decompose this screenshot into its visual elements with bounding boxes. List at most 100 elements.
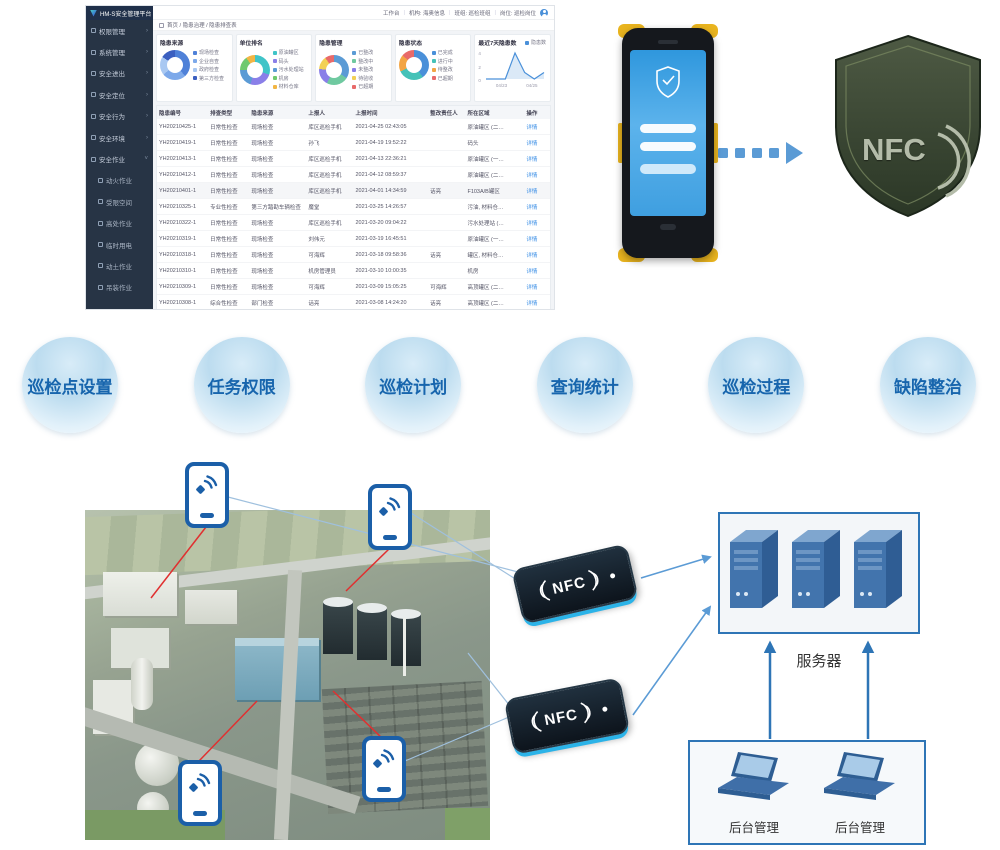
table-header: 隐患编号排查类型 隐患来源上报人 上报时间整改责任人 所在区域操作 xyxy=(157,106,550,119)
post-label[interactable]: 岗位: 巡检岗位 xyxy=(499,10,536,17)
detail-link[interactable]: 详情 xyxy=(526,220,538,227)
username-field[interactable] xyxy=(640,124,696,133)
detail-link[interactable]: 详情 xyxy=(526,236,538,243)
workbench-link[interactable]: 工作台 xyxy=(382,10,400,17)
detail-link[interactable]: 详情 xyxy=(526,284,538,291)
table-body: YH20210425-1 日常性检查 现场检查 库区巡检手机 2021-04-2… xyxy=(157,119,550,309)
chart-title: 隐患状态 xyxy=(398,41,422,47)
legend-dot-icon xyxy=(272,76,277,80)
sidebar-item[interactable]: 受限空间 xyxy=(86,191,153,212)
menu-icon xyxy=(98,284,103,290)
menu-icon xyxy=(91,92,96,98)
sidebar-item[interactable]: 动土作业 xyxy=(86,255,153,276)
legend-dot-icon xyxy=(352,50,357,55)
sidebar-item[interactable]: 安全定位 › xyxy=(86,84,153,105)
phone-button xyxy=(200,513,214,518)
arrow-head-icon xyxy=(786,142,803,164)
legend-dot-icon xyxy=(272,84,277,89)
nfc-wave-icon xyxy=(196,475,218,494)
feature-circle: 巡检点设置 xyxy=(22,337,118,433)
dotted-arrow xyxy=(718,142,803,164)
menu-icon xyxy=(91,135,96,141)
user-avatar[interactable] xyxy=(540,8,548,17)
chart-title: 单位排名 xyxy=(239,41,263,47)
nfc-reader-device: NFC xyxy=(503,677,631,755)
inspection-phone-icon xyxy=(178,760,222,826)
team-label[interactable]: 班组: 巡检班组 xyxy=(454,10,491,17)
donut-chart xyxy=(319,54,350,85)
detail-link[interactable]: 详情 xyxy=(526,140,538,147)
menu-icon xyxy=(98,263,103,269)
nfc-wave-icon xyxy=(373,749,395,768)
detail-link[interactable]: 详情 xyxy=(526,156,538,163)
hazard-table: 隐患编号排查类型 隐患来源上报人 上报时间整改责任人 所在区域操作 YH2021… xyxy=(156,105,551,309)
sidebar-item[interactable]: 临时用电 xyxy=(86,234,153,255)
sidebar-item[interactable]: 权限管理 › xyxy=(86,20,153,41)
legend-item: 已超期 xyxy=(431,75,453,82)
feature-circle: 巡检过程 xyxy=(708,337,805,433)
legend-item: 待整改 xyxy=(431,66,453,73)
sidebar-item[interactable]: 安全作业 ˅ xyxy=(86,148,153,169)
menu-icon xyxy=(91,70,96,76)
device-home-dot xyxy=(609,572,616,579)
password-field[interactable] xyxy=(640,142,696,151)
chevron-icon: ˅ xyxy=(144,156,148,163)
table-row: YH20210425-1 日常性检查 现场检查 库区巡检手机 2021-04-2… xyxy=(157,119,550,135)
table-row: YH20210412-1 日常性检查 现场检查 库区巡检手机 2021-04-1… xyxy=(157,167,550,183)
sidebar-item[interactable]: 高处作业 xyxy=(86,213,153,234)
admin-label: 后台管理 xyxy=(728,821,779,835)
legend-dot-icon xyxy=(352,59,357,63)
chevron-icon: › xyxy=(146,49,148,56)
sidebar-item-label: 安全环境 xyxy=(99,135,125,143)
admin-box: 后台管理 后台管理 xyxy=(688,740,926,845)
table-row: YH20210310-1 日常性检查 现场检查 机房管理员 2021-03-10… xyxy=(157,263,550,279)
table-row: YH20210413-1 日常性检查 现场检查 库区巡检手机 2021-04-1… xyxy=(157,151,550,167)
legend-item: 原油罐区 xyxy=(272,49,304,56)
badge-nfc-text: NFC xyxy=(862,132,926,167)
badge-title: 智能巡检点 xyxy=(990,70,1000,96)
menu-icon xyxy=(91,113,96,119)
sidebar-item[interactable]: 安全行为 › xyxy=(86,106,153,127)
flare-stack xyxy=(403,618,406,676)
menu-icon xyxy=(91,156,96,162)
sidebar-item[interactable]: 安全环境 › xyxy=(86,127,153,148)
table-row: YH20210309-1 日常性检查 现场检查 可海辉 2021-03-09 1… xyxy=(157,279,550,295)
sidebar-item[interactable]: 系统管理 › xyxy=(86,41,153,62)
detail-link[interactable]: 详情 xyxy=(526,300,538,307)
detail-link[interactable]: 详情 xyxy=(526,252,538,259)
phone-button xyxy=(377,787,391,792)
breadcrumb[interactable]: 首页 / 隐患治理 / 隐患排查表 xyxy=(153,20,554,31)
detail-link[interactable]: 详情 xyxy=(526,268,538,275)
chart-panel-status: 隐患状态 已完成进行中待整改已超期 xyxy=(394,34,472,102)
phone-button xyxy=(193,811,207,816)
legend-dot-icon xyxy=(193,67,197,72)
org-label[interactable]: 机构: 海奥信息 xyxy=(408,10,445,17)
phone-rail xyxy=(713,123,718,163)
detail-link[interactable]: 详情 xyxy=(526,172,538,179)
login-button[interactable] xyxy=(640,164,696,174)
dashboard-main: 首页 / 隐患治理 / 隐患排查表 隐患来源 现场检查企业自查政府检查第三方检查… xyxy=(153,20,554,309)
detail-link[interactable]: 详情 xyxy=(526,124,538,131)
sidebar-item[interactable]: 动火作业 xyxy=(86,170,153,191)
detail-link[interactable]: 详情 xyxy=(526,204,538,211)
plant-building xyxy=(103,572,177,616)
inspection-phone-icon xyxy=(368,484,412,550)
sidebar-item[interactable]: 吊装作业 xyxy=(86,277,153,298)
legend-dot-icon xyxy=(272,50,277,55)
legend-dot-icon xyxy=(352,76,357,80)
server-box xyxy=(718,512,920,634)
menu-icon xyxy=(98,199,103,205)
login-screen xyxy=(630,50,706,216)
plant-building xyxy=(235,638,319,700)
nfc-wave-icon xyxy=(379,497,401,516)
table-row: YH20210325-1 专业性检查 第三方踏勘车辆检查 魔堂 2021-03-… xyxy=(157,199,550,215)
plant-photo xyxy=(85,510,490,840)
chart-panel-source: 隐患来源 现场检查企业自查政府检查第三方检查 xyxy=(156,34,233,102)
dashboard-screenshot: HM-S安全管理平台 工作台 | 机构: 海奥信息 | 班组: 巡检班组 | 岗… xyxy=(85,5,555,310)
sidebar-item-label: 权限管理 xyxy=(99,28,125,36)
sidebar-item[interactable]: 安全进出 › xyxy=(86,63,153,84)
legend-item: 已超期 xyxy=(352,83,373,90)
nfc-label: NFC xyxy=(542,705,580,729)
detail-link[interactable]: 详情 xyxy=(526,188,538,195)
plant-road xyxy=(85,704,361,814)
